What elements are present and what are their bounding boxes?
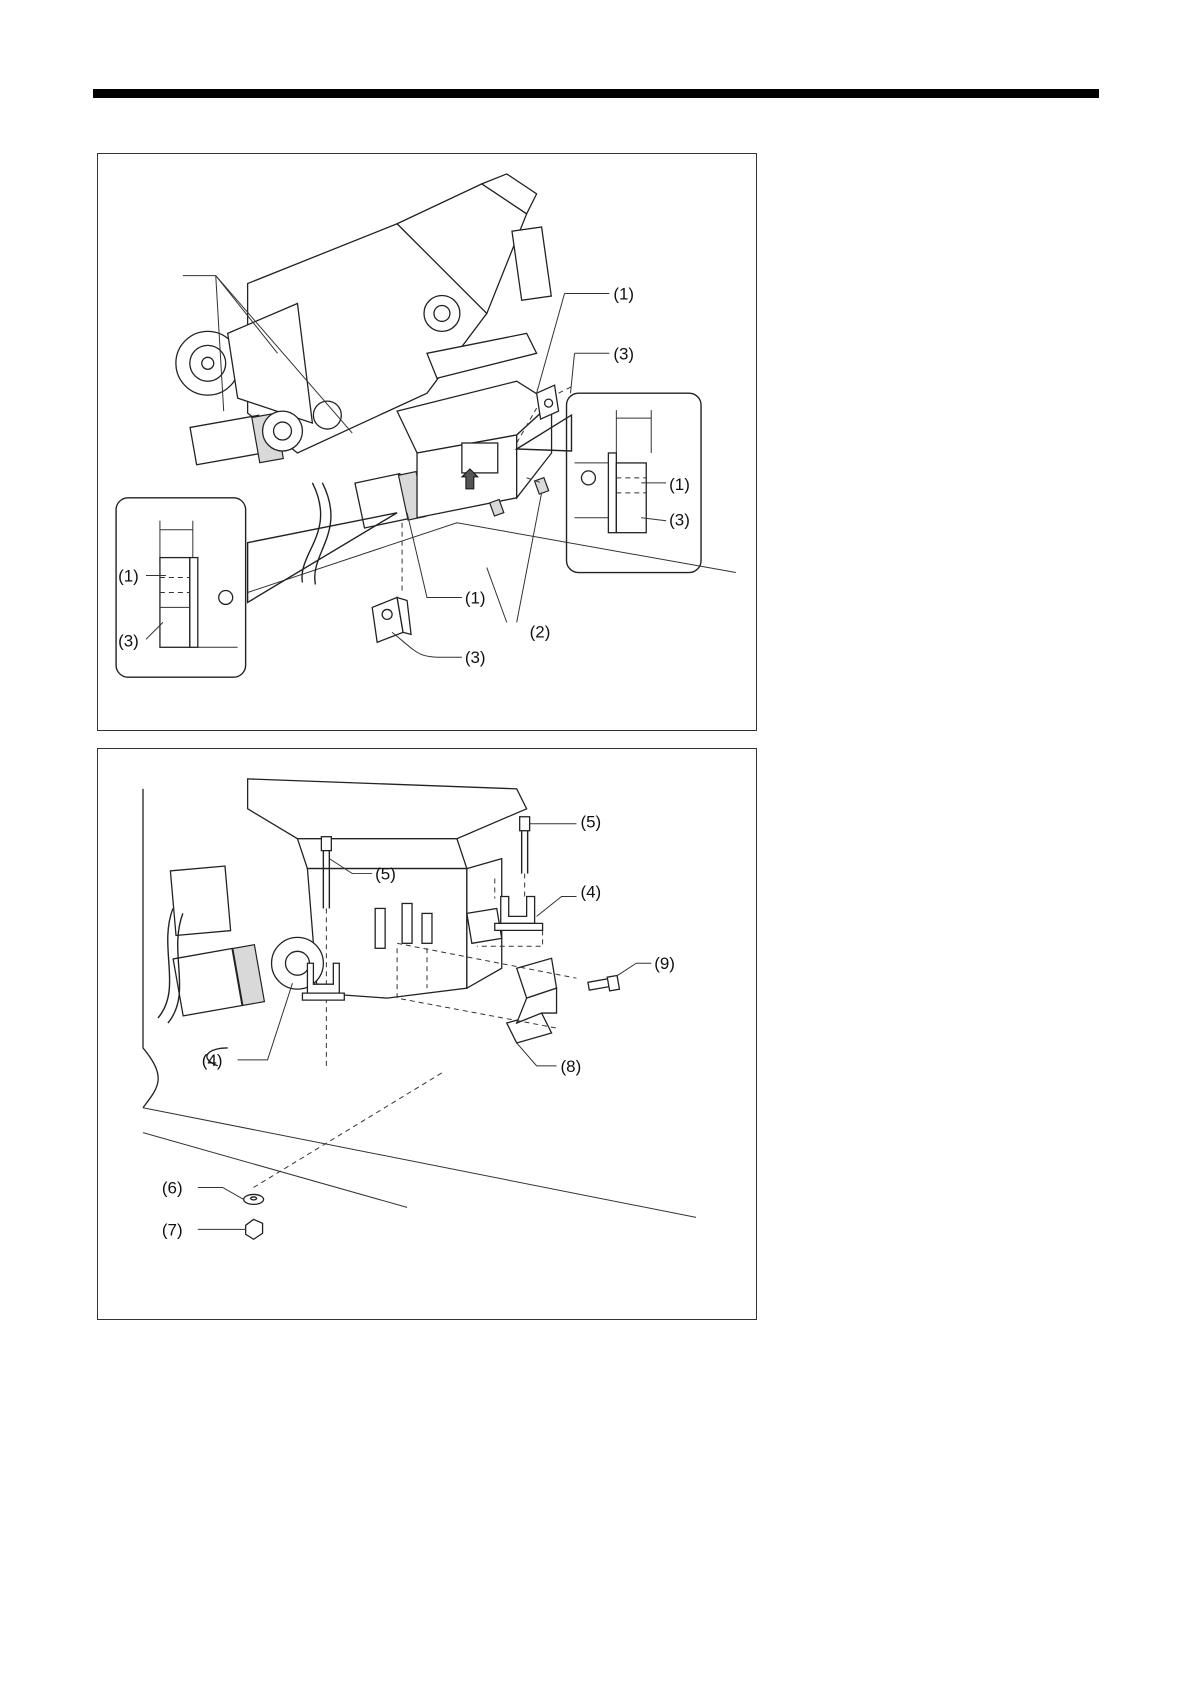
callout-2-bottom: (2) [530, 622, 551, 641]
nut-7 [198, 1219, 263, 1239]
callout-1-top: (1) [613, 284, 634, 303]
detail-inset-left [116, 498, 397, 677]
figure-bottom-installation: (5) (5) (4) (9) (8) (4) (6) (7) [97, 748, 757, 1320]
figure-top-drawing: (1) (3) (1) (3) (1) (3) (1) (3) (2) [98, 154, 756, 730]
machine-head [176, 174, 552, 585]
callout-1-bottom: (1) [465, 588, 486, 607]
callout-3-bottom: (3) [465, 648, 486, 667]
header-rule [93, 89, 1099, 98]
bolt-5-right [520, 817, 577, 897]
screw-9 [588, 963, 651, 991]
callout-3-left-inset: (3) [118, 631, 139, 650]
callout-6: (6) [162, 1178, 183, 1197]
callout-1-right-inset: (1) [669, 475, 690, 494]
figure-top-installation: (1) (3) (1) (3) (1) (3) (1) (3) (2) [97, 153, 757, 731]
callout-4-left: (4) [202, 1051, 223, 1070]
callout-9: (9) [654, 954, 675, 973]
callout-8: (8) [561, 1057, 582, 1076]
table-edge-top [143, 1108, 696, 1218]
callout-1-left-inset: (1) [118, 567, 139, 586]
figure-bottom-drawing: (5) (5) (4) (9) (8) (4) (6) (7) [98, 749, 756, 1319]
callout-3-right-inset: (3) [669, 511, 690, 530]
callout-4-right: (4) [580, 882, 601, 901]
machine-base [143, 779, 527, 1108]
callout-5-right: (5) [580, 813, 601, 832]
washer-6 [198, 1073, 442, 1205]
callout-5-center: (5) [375, 865, 396, 884]
callout-3-top: (3) [613, 344, 634, 363]
callout-7: (7) [162, 1220, 183, 1239]
